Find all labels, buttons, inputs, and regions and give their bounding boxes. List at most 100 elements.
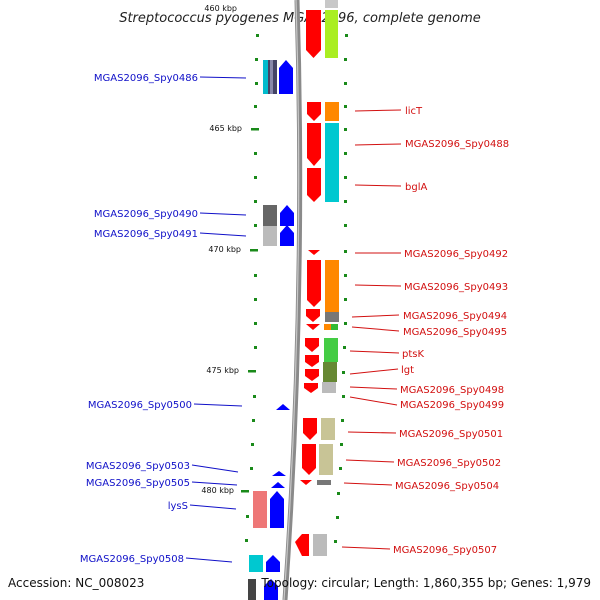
tick-mark [340, 443, 343, 446]
tick-mark [253, 395, 256, 398]
tick-mark [256, 34, 259, 37]
gene-label-left: MGAS2096_Spy0491 [94, 229, 198, 240]
tick-mark [254, 322, 257, 325]
label-line [349, 396, 398, 406]
cog-box [325, 260, 339, 312]
tick-mark [254, 346, 257, 349]
gene-arrow [264, 579, 278, 600]
gene-label-right: MGAS2096_Spy0495 [403, 327, 507, 338]
cog-box [249, 555, 263, 572]
genome-backbone [282, 0, 303, 600]
tick-mark [254, 298, 257, 301]
tick-mark [344, 152, 347, 155]
gene-label-right: MGAS2096_Spy0502 [397, 458, 501, 469]
tick-mark [334, 540, 337, 543]
tick-mark [343, 346, 346, 349]
tick-mark [344, 224, 347, 227]
gene-arrow [306, 324, 320, 330]
gene-arrow [307, 102, 321, 121]
gene-label-left: MGAS2096_Spy0486 [94, 73, 198, 84]
gene-arrow [305, 355, 319, 367]
tick-mark [245, 539, 248, 542]
label-line [191, 464, 239, 473]
label-line [191, 481, 238, 486]
tick-mark [250, 467, 253, 470]
label-line [185, 557, 233, 563]
forward-strand-genes [264, 60, 294, 600]
cog-box [325, 0, 338, 8]
cog-box [321, 418, 335, 440]
topology-text: Topology: circular; Length: 1,860,355 bp… [260, 576, 591, 590]
gene-label-right: MGAS2096_Spy0493 [404, 282, 508, 293]
label-line [347, 431, 397, 434]
gene-arrow [295, 534, 309, 556]
tick-mark [336, 516, 339, 519]
label-line [349, 386, 398, 390]
gene-arrow [280, 205, 294, 226]
tick-mark [344, 82, 347, 85]
gene-label-right: MGAS2096_Spy0499 [400, 400, 504, 411]
cog-box [323, 362, 337, 382]
cog-box [313, 534, 327, 556]
gene-label-right: licT [405, 106, 423, 117]
tick-mark [344, 250, 347, 253]
accession-text: Accession: NC_008023 [8, 576, 144, 590]
gene-arrow [306, 10, 321, 58]
tick-mark [344, 128, 347, 131]
gene-label-left: MGAS2096_Spy0503 [86, 461, 190, 472]
tick-marks [241, 34, 348, 543]
cog-boxes-forward [248, 60, 277, 600]
tick-mark [251, 128, 259, 131]
cog-boxes [313, 0, 339, 556]
gene-label-right: MGAS2096_Spy0492 [404, 249, 508, 260]
cog-box [325, 102, 339, 121]
tick-mark [255, 82, 258, 85]
gene-arrow [280, 225, 294, 246]
gene-arrow [306, 309, 320, 322]
gene-arrow [270, 491, 284, 528]
gene-label-left: MGAS2096_Spy0490 [94, 209, 198, 220]
tick-mark [344, 274, 347, 277]
tick-mark [337, 492, 340, 495]
tick-label-470: 470 kbp [208, 245, 241, 254]
tick-mark [255, 58, 258, 61]
gene-label-right: MGAS2096_Spy0504 [395, 481, 499, 492]
gene-arrow [266, 555, 280, 572]
tick-mark [254, 224, 257, 227]
tick-mark [251, 443, 254, 446]
gene-arrow [308, 250, 320, 255]
tick-label-480: 480 kbp [201, 486, 234, 495]
right-label-lines [341, 109, 402, 550]
gene-arrow [307, 123, 321, 166]
label-line [341, 546, 391, 550]
tick-mark [342, 371, 345, 374]
gene-label-left: lysS [168, 501, 188, 512]
cog-box [270, 60, 273, 94]
tick-mark [246, 515, 249, 518]
label-line [354, 109, 402, 112]
cog-box [263, 205, 277, 226]
tick-mark [254, 152, 257, 155]
label-line [343, 482, 393, 486]
cog-box [331, 324, 338, 330]
cog-box [263, 226, 277, 246]
cog-box [317, 480, 331, 485]
gene-label-right: ptsK [402, 349, 424, 360]
gene-arrow [271, 482, 285, 488]
tick-mark [345, 34, 348, 37]
gene-label-left: MGAS2096_Spy0508 [80, 554, 184, 565]
gene-arrow [307, 260, 321, 307]
cog-box [325, 123, 339, 202]
tick-mark [344, 200, 347, 203]
label-line [349, 368, 399, 375]
gene-label-right: MGAS2096_Spy0501 [399, 429, 503, 440]
gene-arrow [304, 383, 318, 393]
tick-mark [344, 298, 347, 301]
cog-box [325, 10, 338, 58]
cog-box [253, 491, 267, 528]
reverse-strand-genes [295, 10, 321, 556]
tick-mark [254, 105, 257, 108]
tick-mark [342, 395, 345, 398]
tick-mark [250, 249, 258, 252]
